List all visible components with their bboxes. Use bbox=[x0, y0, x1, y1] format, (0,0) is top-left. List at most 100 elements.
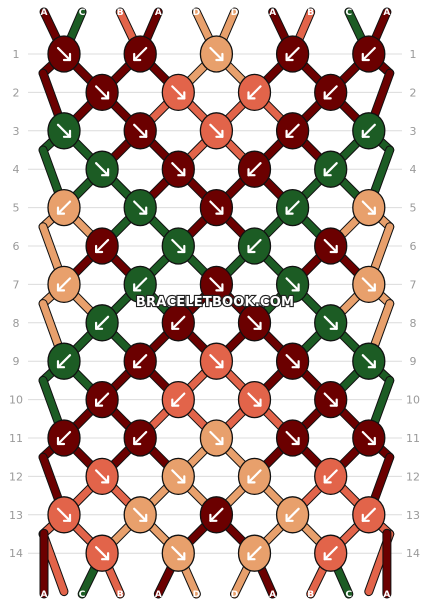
arrow-head-icon bbox=[247, 91, 256, 100]
arrow-down-right-icon bbox=[323, 392, 338, 407]
arrow-head-icon bbox=[361, 129, 370, 138]
arrow-down-left-icon bbox=[285, 46, 300, 62]
arrow-head-icon bbox=[171, 321, 180, 330]
knot bbox=[275, 342, 310, 380]
knot bbox=[161, 380, 195, 419]
arrow-down-right-icon bbox=[209, 123, 224, 138]
arrow-head-icon bbox=[56, 206, 66, 215]
arrow-head-icon bbox=[323, 168, 332, 177]
arrow-head-icon bbox=[177, 244, 186, 254]
row-number-left: 8 bbox=[13, 317, 20, 330]
arrow-down-right-icon bbox=[56, 46, 72, 62]
arrow-head-icon bbox=[323, 91, 332, 100]
knot bbox=[123, 35, 157, 73]
knot bbox=[85, 457, 119, 496]
knot bbox=[237, 380, 272, 419]
arrow-head-icon bbox=[247, 475, 256, 484]
row-number-right: 12 bbox=[406, 470, 420, 483]
arrow-head-icon bbox=[291, 360, 300, 369]
arrow-head-icon bbox=[367, 360, 376, 369]
arrow-head-icon bbox=[100, 168, 110, 177]
strand-label-bottom: A bbox=[269, 590, 276, 600]
arrow-head-icon bbox=[177, 168, 186, 177]
knot bbox=[199, 496, 234, 534]
knot bbox=[314, 304, 348, 342]
arrow-head-icon bbox=[100, 475, 110, 484]
row-number-left: 9 bbox=[13, 355, 20, 368]
arrow-head-icon bbox=[133, 436, 142, 446]
knot bbox=[47, 496, 81, 534]
row-number-right: 4 bbox=[410, 163, 417, 176]
knot bbox=[123, 496, 157, 534]
knot bbox=[237, 227, 272, 265]
row-number-right: 10 bbox=[406, 394, 420, 407]
arrow-head-icon bbox=[367, 436, 376, 446]
arrow-head-icon bbox=[215, 436, 224, 446]
knot bbox=[85, 150, 119, 188]
strand-label-top: D bbox=[231, 8, 238, 18]
arrow-down-right-icon bbox=[361, 200, 376, 215]
row-number-right: 7 bbox=[410, 278, 417, 291]
arrow-down-right-icon bbox=[285, 354, 300, 369]
arrow-head-icon bbox=[291, 283, 300, 292]
knot bbox=[85, 534, 119, 572]
knot bbox=[199, 342, 234, 380]
row-number-right: 13 bbox=[406, 509, 420, 522]
arrow-down-left-icon bbox=[209, 507, 224, 522]
knot bbox=[85, 304, 119, 342]
arrow-down-left-icon bbox=[323, 469, 338, 484]
arrow-head-icon bbox=[361, 513, 370, 522]
arrow-down-left-icon bbox=[247, 546, 262, 561]
knot bbox=[47, 265, 81, 304]
arrow-down-left-icon bbox=[247, 85, 262, 100]
knot bbox=[237, 534, 272, 572]
strand-label-top: C bbox=[345, 8, 352, 18]
arrow-down-right-icon bbox=[209, 430, 224, 446]
arrow-down-right-icon bbox=[56, 507, 72, 522]
knot bbox=[199, 419, 234, 457]
arrow-down-left-icon bbox=[171, 315, 186, 330]
arrow-head-icon bbox=[94, 398, 104, 407]
row-number-left: 1 bbox=[13, 48, 20, 61]
knot bbox=[352, 419, 386, 457]
knot bbox=[123, 188, 157, 227]
arrow-head-icon bbox=[291, 436, 300, 446]
arrow-down-left-icon bbox=[323, 162, 338, 177]
arrow-head-icon bbox=[177, 475, 186, 484]
knot bbox=[314, 457, 348, 496]
arrow-down-right-icon bbox=[94, 469, 110, 484]
row-number-right: 8 bbox=[410, 317, 417, 330]
knot bbox=[199, 35, 234, 73]
arrow-head-icon bbox=[177, 552, 186, 561]
arrow-down-left-icon bbox=[247, 469, 262, 484]
row-number-left: 13 bbox=[9, 509, 23, 522]
arrow-head-icon bbox=[367, 206, 376, 215]
knot bbox=[161, 73, 195, 112]
arrow-down-right-icon bbox=[133, 507, 148, 522]
arrow-down-left-icon bbox=[94, 315, 110, 330]
knot bbox=[275, 35, 310, 73]
arrow-down-left-icon bbox=[133, 430, 148, 446]
strand-label-bottom: C bbox=[345, 590, 352, 600]
arrow-head-icon bbox=[56, 360, 66, 369]
strand-label-top: C bbox=[79, 8, 86, 18]
knot bbox=[47, 112, 81, 150]
arrow-down-left-icon bbox=[285, 123, 300, 138]
arrow-head-icon bbox=[94, 321, 104, 330]
row-number-right: 1 bbox=[410, 48, 417, 61]
arrow-down-left-icon bbox=[323, 85, 338, 100]
arrow-head-icon bbox=[177, 91, 186, 100]
arrow-head-icon bbox=[133, 283, 142, 292]
knot bbox=[123, 112, 157, 150]
arrow-head-icon bbox=[323, 552, 332, 561]
arrow-down-left-icon bbox=[361, 123, 376, 138]
arrow-down-left-icon bbox=[133, 277, 148, 292]
arrow-head-icon bbox=[62, 129, 72, 138]
arrow-down-right-icon bbox=[209, 46, 224, 62]
strand-label-bottom: A bbox=[155, 590, 162, 600]
arrow-head-icon bbox=[94, 244, 104, 254]
arrow-down-right-icon bbox=[361, 430, 376, 446]
arrow-head-icon bbox=[285, 206, 294, 215]
